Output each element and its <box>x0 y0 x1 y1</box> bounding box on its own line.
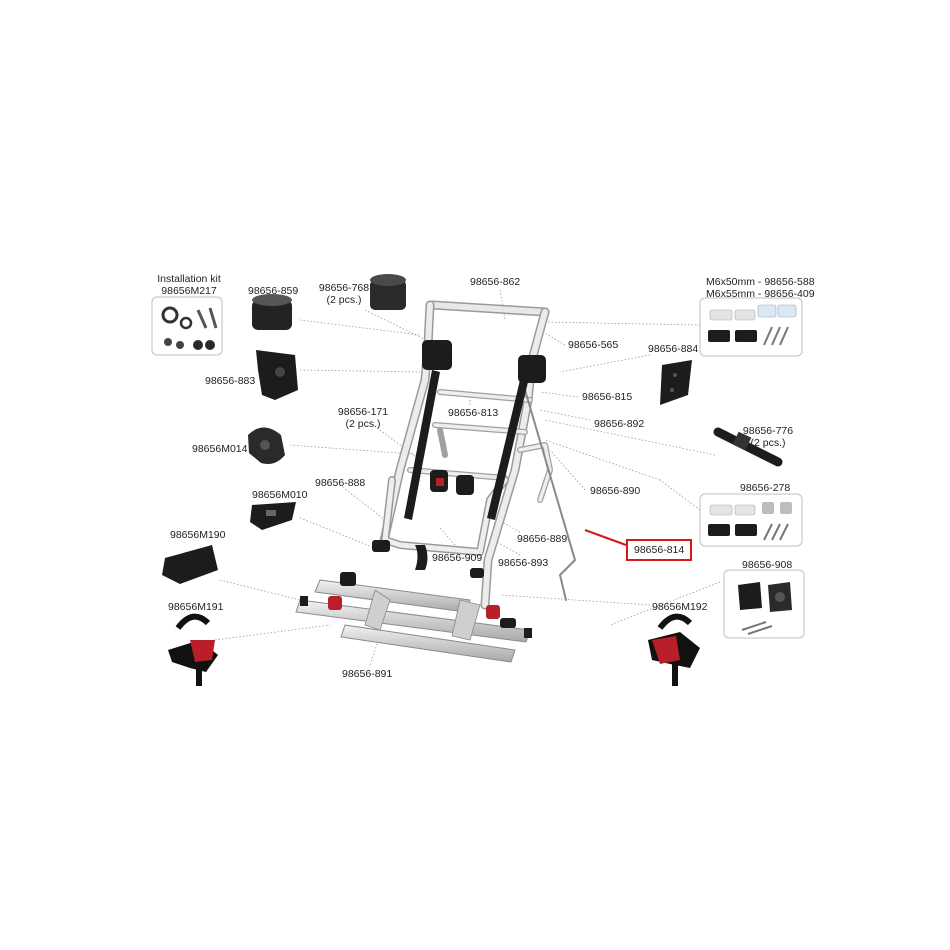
part-883-icon <box>256 350 298 400</box>
highlight-leader <box>584 529 627 546</box>
part-label-908: 98656-908 <box>742 559 793 571</box>
frame-red-clip <box>436 478 444 486</box>
part-label-M192: 98656M192 <box>652 601 708 613</box>
part-label-813: 98656-813 <box>448 407 499 419</box>
highlighted-part-label-814: 98656-814 <box>626 539 693 561</box>
part-M192-icon <box>648 613 700 686</box>
part-label-776-qty: (2 pcs.) <box>750 437 786 449</box>
part-884-icon <box>660 360 692 405</box>
part-label-888: 98656-888 <box>315 477 366 489</box>
part-label-893: 98656-893 <box>498 557 549 569</box>
installation-kit-label: Installation kit 98656M217 <box>148 273 230 297</box>
part-908-box-icon <box>723 569 805 639</box>
part-label-171: 98656-171 (2 pcs.) <box>334 406 392 430</box>
part-label-776-code: 98656-776 <box>742 425 794 437</box>
bolt-set-box-icon <box>699 297 803 357</box>
bolt-set-line-1: M6x50mm - 98656-588 <box>706 276 815 288</box>
part-label-889: 98656-889 <box>517 533 568 545</box>
part-label-883: 98656-883 <box>205 375 256 387</box>
part-label-909: 98656-909 <box>432 552 483 564</box>
installation-kit-code: 98656M217 <box>161 285 217 297</box>
part-label-768-code: 98656-768 <box>318 282 370 294</box>
installation-kit-icon <box>151 296 223 356</box>
part-label-892: 98656-892 <box>594 418 645 430</box>
part-label-768-qty: (2 pcs.) <box>326 294 362 306</box>
part-label-M191: 98656M191 <box>168 601 224 613</box>
part-776-icon <box>713 427 783 467</box>
bolt-set-label: M6x50mm - 98656-588 M6x55mm - 98656-409 <box>706 276 815 300</box>
bolt-set-line-2: M6x55mm - 98656-409 <box>706 288 815 300</box>
part-M010-icon <box>250 502 296 530</box>
part-label-M190: 98656M190 <box>170 529 226 541</box>
part-M014-icon <box>248 427 285 464</box>
part-768-icon <box>370 274 406 310</box>
wheel-rails <box>295 572 532 663</box>
part-278-box-icon <box>699 493 803 547</box>
part-label-862: 98656-862 <box>470 276 521 288</box>
part-label-171-code: 98656-171 <box>337 406 389 418</box>
part-label-891: 98656-891 <box>342 668 393 680</box>
part-859-icon <box>252 294 292 330</box>
part-label-890: 98656-890 <box>590 485 641 497</box>
part-label-171-qty: (2 pcs.) <box>345 418 381 430</box>
part-label-815: 98656-815 <box>582 391 633 403</box>
part-label-278: 98656-278 <box>740 482 791 494</box>
part-label-M014: 98656M014 <box>192 443 248 455</box>
part-label-776: 98656-776 (2 pcs.) <box>738 425 798 449</box>
part-label-768: 98656-768 (2 pcs.) <box>314 282 374 306</box>
part-label-565: 98656-565 <box>568 339 619 351</box>
part-label-M010: 98656M010 <box>252 489 308 501</box>
part-label-884: 98656-884 <box>648 343 699 355</box>
part-M191-icon <box>168 613 218 686</box>
frame-black-parts <box>372 340 546 578</box>
part-label-859: 98656-859 <box>248 285 299 297</box>
installation-kit-title: Installation kit <box>157 273 221 285</box>
part-M190-icon <box>162 545 218 584</box>
